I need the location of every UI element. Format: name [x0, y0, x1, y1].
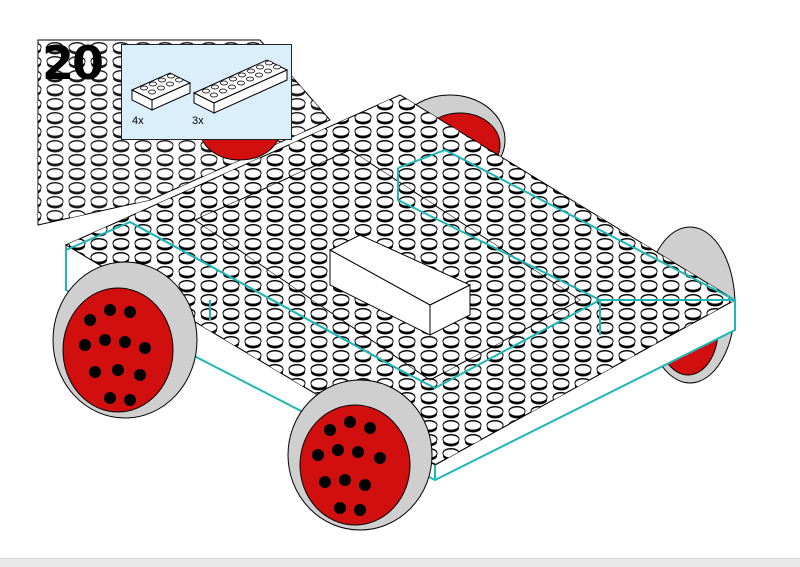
new-bricks-highlight [65, 148, 736, 482]
step-number: 20 [42, 36, 104, 90]
part-quantity-2x4: 4x [132, 115, 144, 127]
part-quantity-2x8: 3x [192, 115, 204, 127]
page-bottom-divider [0, 558, 800, 567]
front-right-wheel [287, 379, 433, 531]
parts-callout: 4x 3x [121, 44, 292, 140]
white-brick-2x8-icon [192, 59, 289, 114]
white-brick-2x4-icon [130, 72, 192, 111]
front-left-wheel [52, 261, 198, 419]
parts-illustrations [130, 59, 289, 114]
